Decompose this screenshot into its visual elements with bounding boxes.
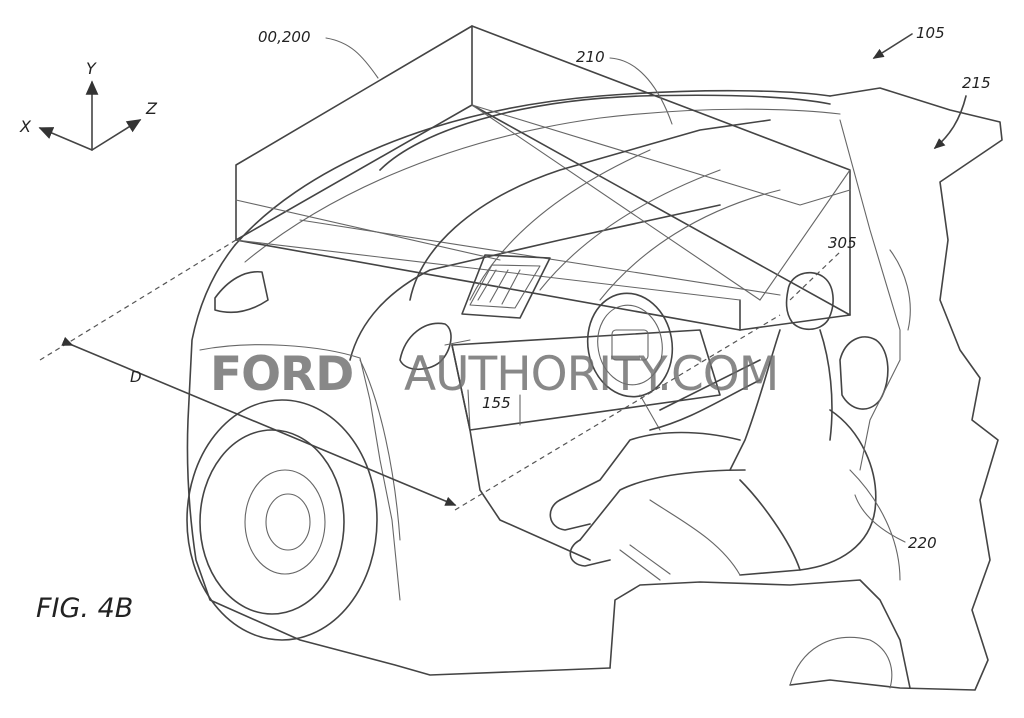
cabin-label: 215 [962, 74, 991, 92]
driver-label: 305 [828, 234, 857, 252]
windshield [379, 94, 831, 301]
watermark: FORD AUTHORITY.COM [210, 347, 779, 402]
axis-x-label: X [19, 117, 32, 136]
projector-label: 00,200 [258, 28, 311, 46]
distance-dimension: D [39, 239, 781, 511]
axis-y-label: Y [86, 59, 97, 78]
driver-figure [549, 251, 841, 567]
distance-label: D [130, 368, 142, 386]
front-wheel [186, 399, 378, 641]
hud-display [461, 254, 551, 319]
axis-z-label: Z [145, 99, 158, 118]
cabin-boundary [451, 87, 1003, 691]
system-label: 105 [916, 24, 945, 42]
dashboard-label: 155 [482, 394, 511, 412]
watermark-authority: AUTHORITY.COM [404, 347, 778, 402]
driver-seat [619, 336, 889, 581]
figure-caption: FIG. 4B [36, 593, 133, 624]
coordinate-axes: Y X Z [19, 59, 158, 151]
projector-box [235, 25, 851, 331]
seat-label: 220 [908, 534, 937, 552]
windshield-label: 210 [576, 48, 605, 66]
watermark-ford: FORD [210, 347, 353, 402]
reference-labels: 00,200 210 105 215 305 220 [258, 24, 991, 552]
dashboard: 155 [451, 329, 721, 431]
steering-wheel [586, 292, 674, 431]
